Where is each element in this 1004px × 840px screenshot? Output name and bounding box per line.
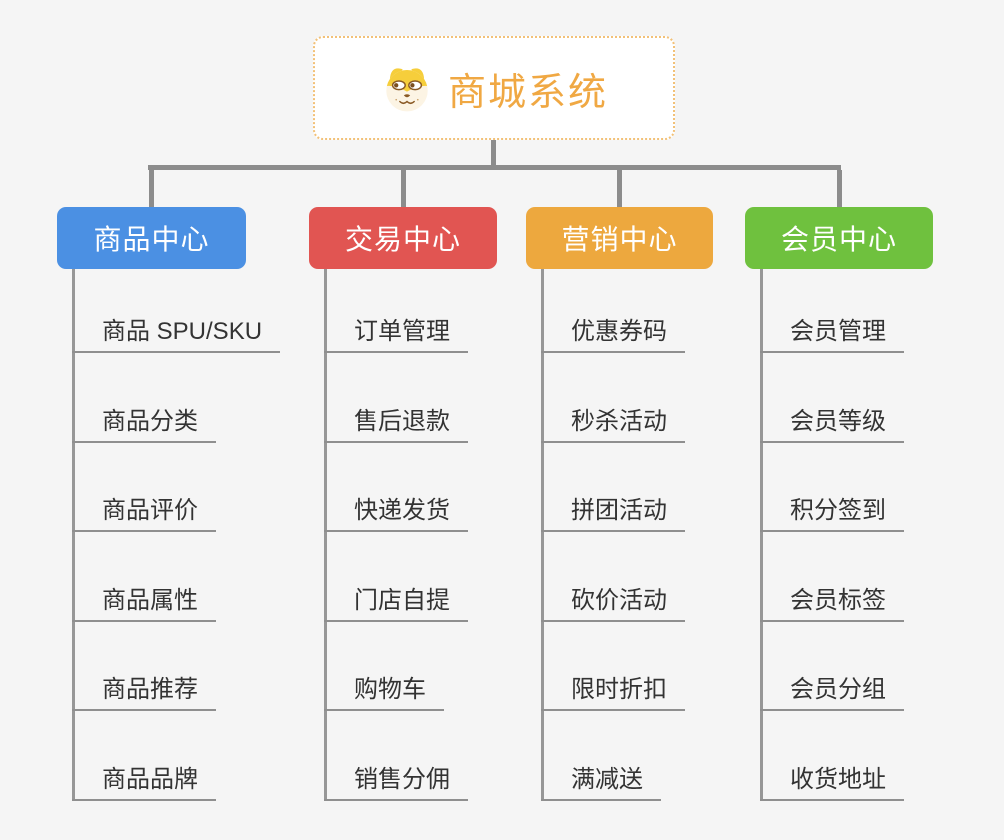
item-row: 会员等级 bbox=[760, 353, 904, 443]
mindmap-item[interactable]: 满减送 bbox=[541, 766, 661, 801]
mindmap-item[interactable]: 收货地址 bbox=[760, 766, 904, 801]
mindmap-item[interactable]: 积分签到 bbox=[760, 497, 904, 532]
item-row: 商品品牌 bbox=[72, 711, 280, 801]
item-row: 满减送 bbox=[541, 711, 685, 801]
mindmap-item[interactable]: 会员分组 bbox=[760, 676, 904, 711]
mindmap-item[interactable]: 商品推荐 bbox=[72, 676, 216, 711]
dog-face-icon bbox=[380, 61, 434, 115]
item-row: 秒杀活动 bbox=[541, 353, 685, 443]
mindmap-item[interactable]: 商品属性 bbox=[72, 587, 216, 622]
mindmap-item[interactable]: 商品分类 bbox=[72, 408, 216, 443]
branch-spine bbox=[760, 269, 763, 801]
item-row: 快递发货 bbox=[324, 443, 468, 532]
item-row: 商品 SPU/SKU bbox=[72, 269, 281, 353]
item-row: 门店自提 bbox=[324, 532, 468, 622]
item-row: 收货地址 bbox=[760, 711, 904, 801]
item-row: 售后退款 bbox=[324, 353, 468, 443]
item-row: 商品评价 bbox=[72, 443, 280, 532]
mindmap-item[interactable]: 商品评价 bbox=[72, 497, 216, 532]
item-row: 商品属性 bbox=[72, 532, 280, 622]
item-row: 商品分类 bbox=[72, 353, 280, 443]
mindmap-item[interactable]: 商品品牌 bbox=[72, 766, 216, 801]
connector-branch-drop bbox=[149, 170, 154, 207]
branch-label: 会员中心 bbox=[780, 224, 897, 255]
branch-header[interactable]: 会员中心 bbox=[745, 207, 933, 269]
connector-root-stub bbox=[491, 140, 496, 165]
branch-items: 订单管理售后退款快递发货门店自提购物车销售分佣 bbox=[324, 269, 468, 801]
connector-horizontal bbox=[148, 165, 841, 170]
branch-items: 会员管理会员等级积分签到会员标签会员分组收货地址 bbox=[760, 269, 904, 801]
mindmap-item[interactable]: 销售分佣 bbox=[324, 766, 468, 801]
mindmap-item[interactable]: 优惠券码 bbox=[541, 318, 685, 353]
mindmap-item[interactable]: 会员等级 bbox=[760, 408, 904, 443]
item-row: 砍价活动 bbox=[541, 532, 685, 622]
connector-branch-drop bbox=[400, 170, 406, 207]
mindmap-item[interactable]: 商品 SPU/SKU bbox=[72, 318, 281, 353]
item-row: 会员标签 bbox=[760, 532, 904, 622]
connector-branch-drop bbox=[617, 170, 622, 207]
item-row: 商品推荐 bbox=[72, 622, 280, 711]
branch-header[interactable]: 商品中心 bbox=[57, 207, 246, 269]
root-node[interactable]: 商城系统 bbox=[313, 36, 675, 140]
branch-items: 商品 SPU/SKU 商品分类商品评价商品属性商品推荐商品品牌 bbox=[72, 269, 281, 801]
item-row: 拼团活动 bbox=[541, 443, 685, 532]
branch-spine bbox=[72, 269, 75, 801]
branch-items: 优惠券码秒杀活动拼团活动砍价活动限时折扣满减送 bbox=[541, 269, 685, 801]
root-title: 商城系统 bbox=[447, 71, 608, 114]
item-row: 限时折扣 bbox=[541, 622, 685, 711]
mindmap-item[interactable]: 限时折扣 bbox=[541, 676, 685, 711]
mindmap-item[interactable]: 售后退款 bbox=[324, 408, 468, 443]
item-row: 优惠券码 bbox=[541, 269, 685, 353]
item-row: 会员分组 bbox=[760, 622, 904, 711]
branch-label: 商品中心 bbox=[93, 224, 210, 255]
mindmap-item[interactable]: 订单管理 bbox=[324, 318, 468, 353]
item-row: 积分签到 bbox=[760, 443, 904, 532]
connector-branch-drop bbox=[836, 170, 842, 207]
branch-spine bbox=[324, 269, 327, 801]
mindmap-item[interactable]: 门店自提 bbox=[324, 587, 468, 622]
branch-header[interactable]: 交易中心 bbox=[309, 207, 497, 269]
mindmap-item[interactable]: 砍价活动 bbox=[541, 587, 685, 622]
item-row: 购物车 bbox=[324, 622, 468, 711]
branch-header[interactable]: 营销中心 bbox=[526, 207, 713, 269]
mindmap-item[interactable]: 会员管理 bbox=[760, 318, 904, 353]
mindmap-item[interactable]: 购物车 bbox=[324, 676, 444, 711]
item-row: 订单管理 bbox=[324, 269, 468, 353]
item-row: 会员管理 bbox=[760, 269, 904, 353]
branch-label: 营销中心 bbox=[561, 224, 678, 255]
mindmap-item[interactable]: 拼团活动 bbox=[541, 497, 685, 532]
item-row: 销售分佣 bbox=[324, 711, 468, 801]
branch-label: 交易中心 bbox=[344, 224, 461, 255]
mindmap-item[interactable]: 会员标签 bbox=[760, 587, 904, 622]
mindmap-item[interactable]: 快递发货 bbox=[324, 497, 468, 532]
mindmap-item[interactable]: 秒杀活动 bbox=[541, 408, 685, 443]
branch-spine bbox=[541, 269, 544, 801]
